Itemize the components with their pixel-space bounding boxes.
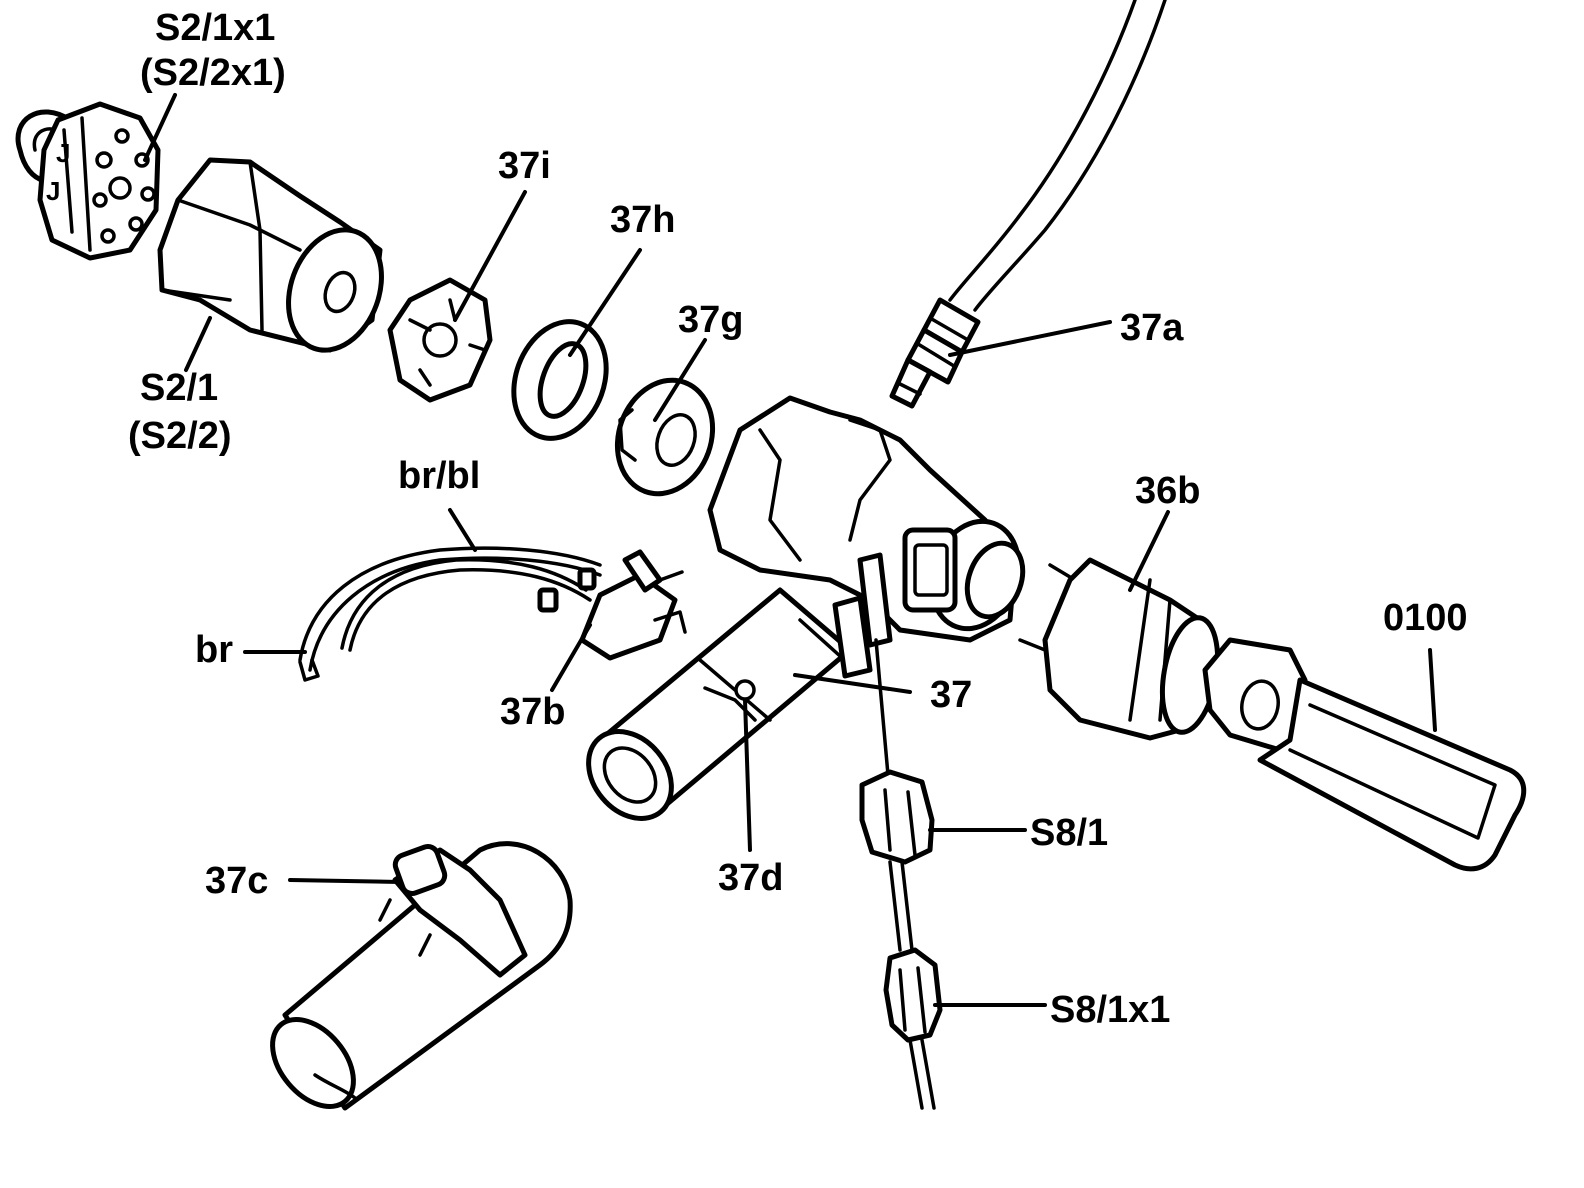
leader-37b: [550, 623, 592, 692]
part-37b-plug: [537, 549, 687, 661]
leader-37a: [948, 320, 1112, 357]
leader-37g: [653, 338, 707, 422]
part-37-main-body: [586, 395, 1026, 821]
label-37b: 37b: [500, 691, 565, 733]
leader-37i: [453, 190, 527, 322]
part-0100-key: [1202, 637, 1527, 872]
label-s2-1: S2/1: [140, 367, 218, 409]
part-s8-1x1-connector: [883, 947, 943, 1110]
label-br-bl: br/bl: [398, 455, 480, 497]
label-0100: 0100: [1383, 597, 1468, 639]
label-s2-2x1: (S2/2x1): [140, 52, 286, 94]
leader-s2-1x1: [143, 93, 177, 162]
labels: S2/1x1 (S2/2x1) S2/1 (S2/2) 37i 37h 37g …: [128, 7, 1468, 1031]
label-37d: 37d: [718, 857, 783, 899]
part-s2-1x1-connector: J J: [15, 101, 161, 261]
label-37g: 37g: [678, 299, 743, 341]
label-37c: 37c: [205, 860, 268, 902]
leader-37h: [568, 248, 642, 357]
part-37a-sensor: [889, 297, 981, 409]
label-37i: 37i: [498, 145, 551, 187]
leader-36b: [1128, 510, 1170, 592]
label-37h: 37h: [610, 199, 675, 241]
part-36b-sleeve: [1018, 557, 1221, 741]
leader-37d: [743, 698, 752, 852]
leader-lines: [143, 93, 1437, 1007]
part-s2-1-housing: [157, 157, 384, 353]
sensor-cable: [948, 0, 1167, 312]
label-s8-1: S8/1: [1030, 812, 1108, 854]
wires-br-bl: [298, 546, 602, 682]
label-s2-2: (S2/2): [128, 415, 231, 457]
label-br: br: [195, 629, 233, 671]
part-37g-washer: [614, 377, 716, 497]
svg-text:J: J: [56, 138, 70, 168]
leader-s2-1: [184, 316, 212, 372]
part-37h-ring: [511, 319, 609, 441]
label-s2-1x1: S2/1x1: [155, 7, 275, 49]
leader-37: [793, 673, 912, 694]
svg-text:J: J: [46, 176, 60, 206]
label-36b: 36b: [1135, 470, 1200, 512]
part-37c-clamp-pipe: [270, 841, 573, 1111]
leader-br-bl: [448, 508, 477, 552]
part-s8-1-connector: [859, 638, 935, 952]
label-s8-1x1: S8/1x1: [1050, 989, 1170, 1031]
label-37a: 37a: [1120, 307, 1184, 349]
leader-0100: [1428, 648, 1437, 732]
part-37i-disc: [387, 277, 493, 403]
label-37: 37: [930, 674, 972, 716]
leader-37c: [288, 878, 402, 884]
